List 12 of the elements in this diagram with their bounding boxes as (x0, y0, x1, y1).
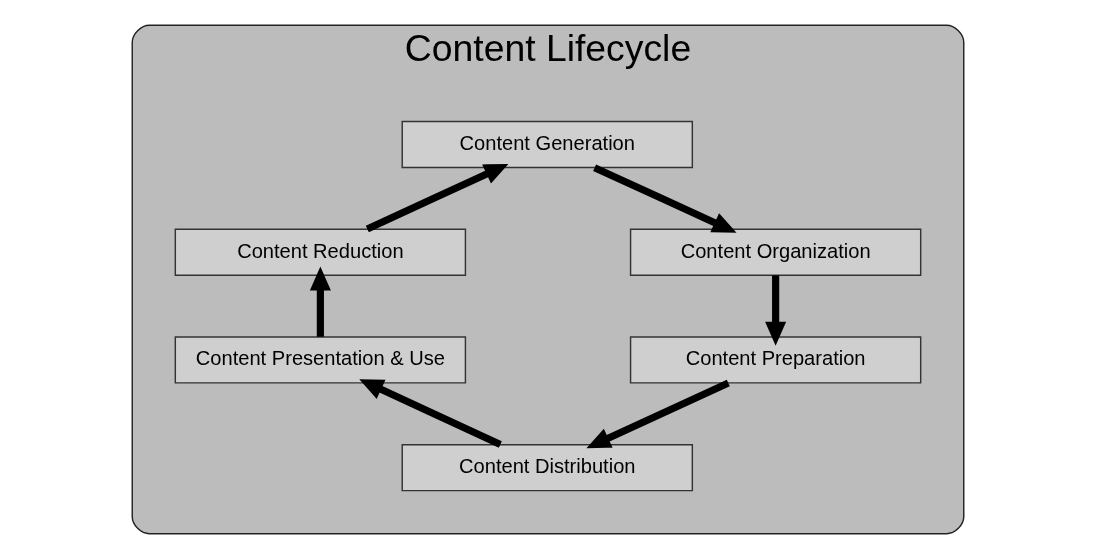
arrow (593, 164, 737, 233)
arrow (309, 266, 331, 337)
arrow (365, 163, 509, 233)
arrow (359, 379, 502, 448)
node-box: Content Organization (629, 228, 922, 276)
arrow (586, 379, 730, 449)
arrow (765, 275, 787, 346)
node-box: Content Reduction (174, 228, 467, 276)
node-box: Content Presentation & Use (174, 336, 467, 384)
node-box: Content Distribution (401, 443, 694, 492)
node-box: Content Generation (401, 120, 694, 169)
node-box: Content Preparation (629, 336, 922, 384)
